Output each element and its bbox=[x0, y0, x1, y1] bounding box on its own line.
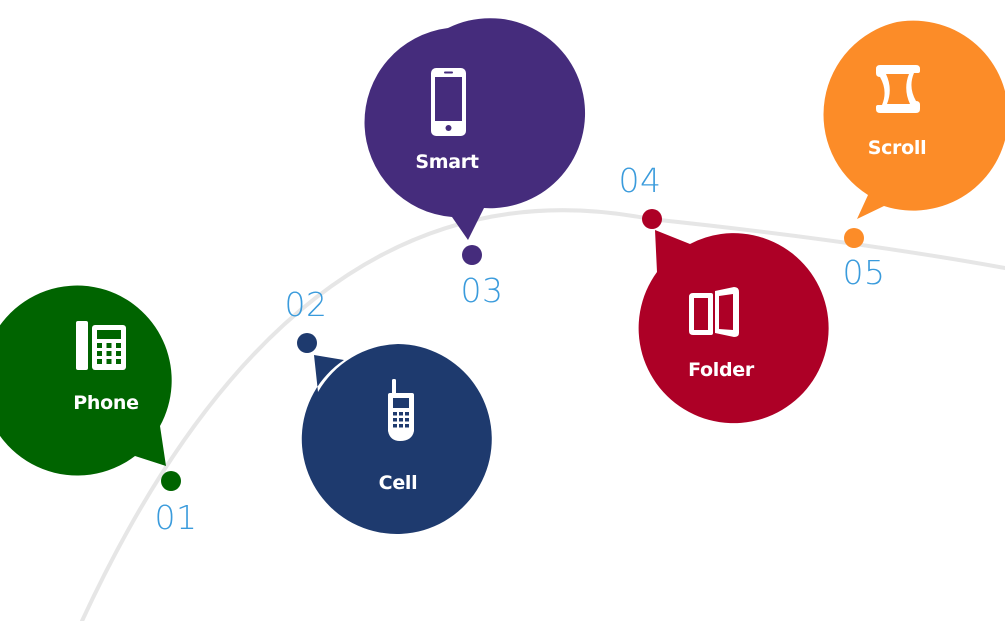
step-05: Scroll 05 bbox=[823, 20, 1005, 292]
step-dot bbox=[462, 245, 482, 265]
step-label: Smart bbox=[415, 151, 478, 173]
step-number: 04 bbox=[619, 161, 662, 200]
step-label: Cell bbox=[379, 472, 418, 494]
step-label: Folder bbox=[688, 359, 755, 381]
desk-phone-icon bbox=[76, 321, 126, 370]
step-dot bbox=[297, 333, 317, 353]
step-04: Folder 04 bbox=[619, 161, 829, 424]
step-number: 02 bbox=[285, 285, 328, 324]
smartphone-icon bbox=[431, 68, 466, 136]
flip-phone-icon bbox=[689, 287, 739, 337]
bubble-scroll bbox=[823, 20, 1005, 219]
step-dot bbox=[844, 228, 864, 248]
timeline-curve bbox=[80, 208, 1005, 621]
step-dot bbox=[642, 209, 662, 229]
step-01: Phone 01 bbox=[0, 285, 198, 537]
step-dot bbox=[161, 471, 181, 491]
step-03: Smart 03 bbox=[364, 18, 586, 310]
step-02: Cell 02 bbox=[285, 285, 492, 534]
cell-phone-icon bbox=[388, 379, 414, 441]
bubble-phone bbox=[0, 285, 172, 476]
step-number: 03 bbox=[461, 271, 504, 310]
step-number: 01 bbox=[155, 498, 198, 537]
step-number: 05 bbox=[843, 253, 886, 292]
step-label: Scroll bbox=[868, 137, 927, 159]
scroll-icon bbox=[876, 65, 920, 113]
bubble-smart bbox=[364, 18, 586, 241]
step-label: Phone bbox=[73, 392, 138, 414]
